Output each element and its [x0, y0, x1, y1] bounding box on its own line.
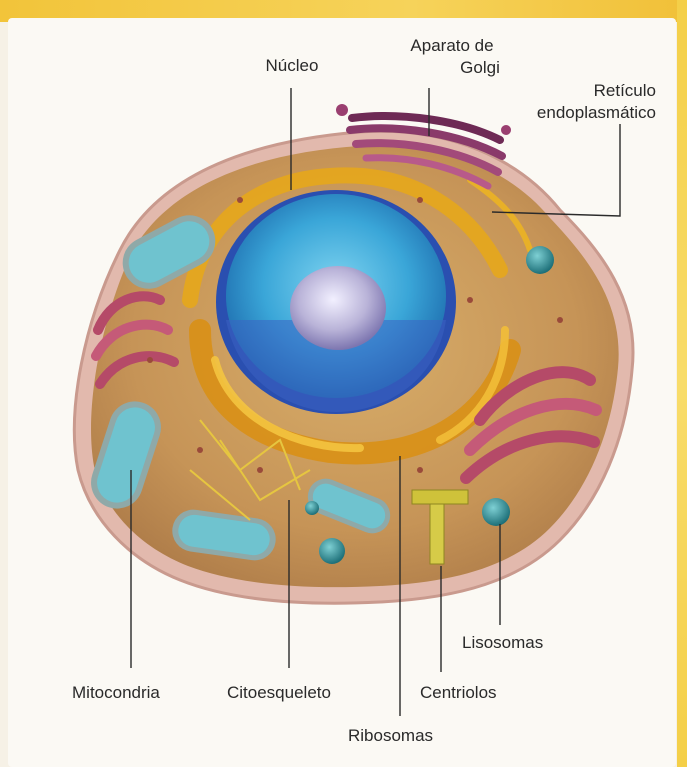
nucleus [216, 190, 456, 414]
label-reticulo-line2: endoplasmático [500, 103, 656, 123]
label-golgi-line2: Golgi [430, 58, 530, 78]
label-ribosomas: Ribosomas [348, 726, 433, 746]
label-mitocondria: Mitocondria [72, 683, 160, 703]
nucleolus [290, 266, 386, 350]
label-golgi-line1: Aparato de [396, 36, 508, 56]
label-lisosomas: Lisosomas [462, 633, 543, 653]
label-citoesqueleto: Citoesqueleto [227, 683, 331, 703]
label-nucleo: Núcleo [250, 56, 334, 76]
label-reticulo-line1: Retículo [500, 81, 656, 101]
label-centriolos: Centriolos [420, 683, 497, 703]
